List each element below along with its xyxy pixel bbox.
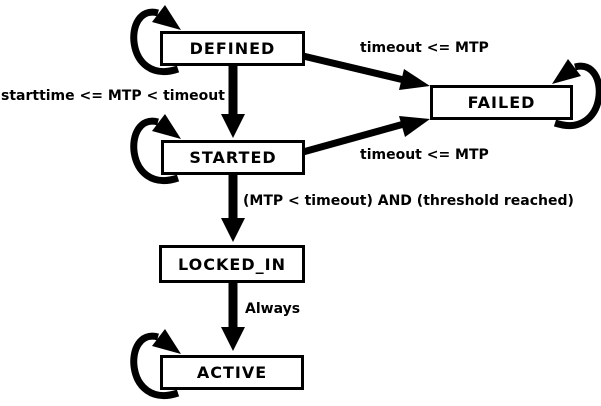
arrowhead-icon	[221, 218, 245, 242]
edge-locked-in-active	[221, 281, 245, 351]
arrowhead-icon	[152, 114, 181, 139]
edge-label-locked-in-active: Always	[245, 301, 301, 317]
arrowhead-icon	[221, 327, 245, 351]
edge-label-started-failed: timeout <= MTP	[360, 147, 489, 163]
edge-label-started-locked-in: (MTP < timeout) AND (threshold reached)	[243, 193, 574, 209]
self-loop-failed	[552, 59, 601, 129]
arrowhead-icon	[152, 329, 181, 354]
state-label-defined: DEFINED	[189, 39, 276, 58]
self-loop-active	[130, 329, 181, 399]
arrowhead-icon	[399, 69, 430, 90]
edge-label-defined-failed: timeout <= MTP	[360, 40, 489, 56]
state-label-failed: FAILED	[467, 93, 536, 112]
edge-label-defined-started: starttime <= MTP < timeout	[1, 88, 225, 104]
state-node-defined: DEFINED	[160, 31, 305, 66]
state-node-locked-in: LOCKED_IN	[159, 245, 305, 283]
edge-defined-failed	[302, 52, 430, 90]
state-label-locked-in: LOCKED_IN	[178, 254, 286, 274]
state-label-started: STARTED	[189, 148, 277, 167]
state-node-failed: FAILED	[430, 85, 573, 120]
self-loop-defined	[130, 5, 181, 75]
state-node-active: ACTIVE	[160, 355, 304, 390]
edge-defined-started	[221, 64, 245, 138]
arrowhead-icon	[221, 114, 245, 138]
self-loop-started	[130, 114, 181, 184]
arrowhead-icon	[152, 5, 181, 30]
state-node-started: STARTED	[161, 140, 305, 175]
edge-started-failed	[302, 116, 430, 156]
state-label-active: ACTIVE	[196, 363, 268, 382]
arrowhead-icon	[552, 59, 581, 84]
edge-started-locked-in	[221, 173, 245, 242]
arrowhead-icon	[399, 116, 430, 137]
